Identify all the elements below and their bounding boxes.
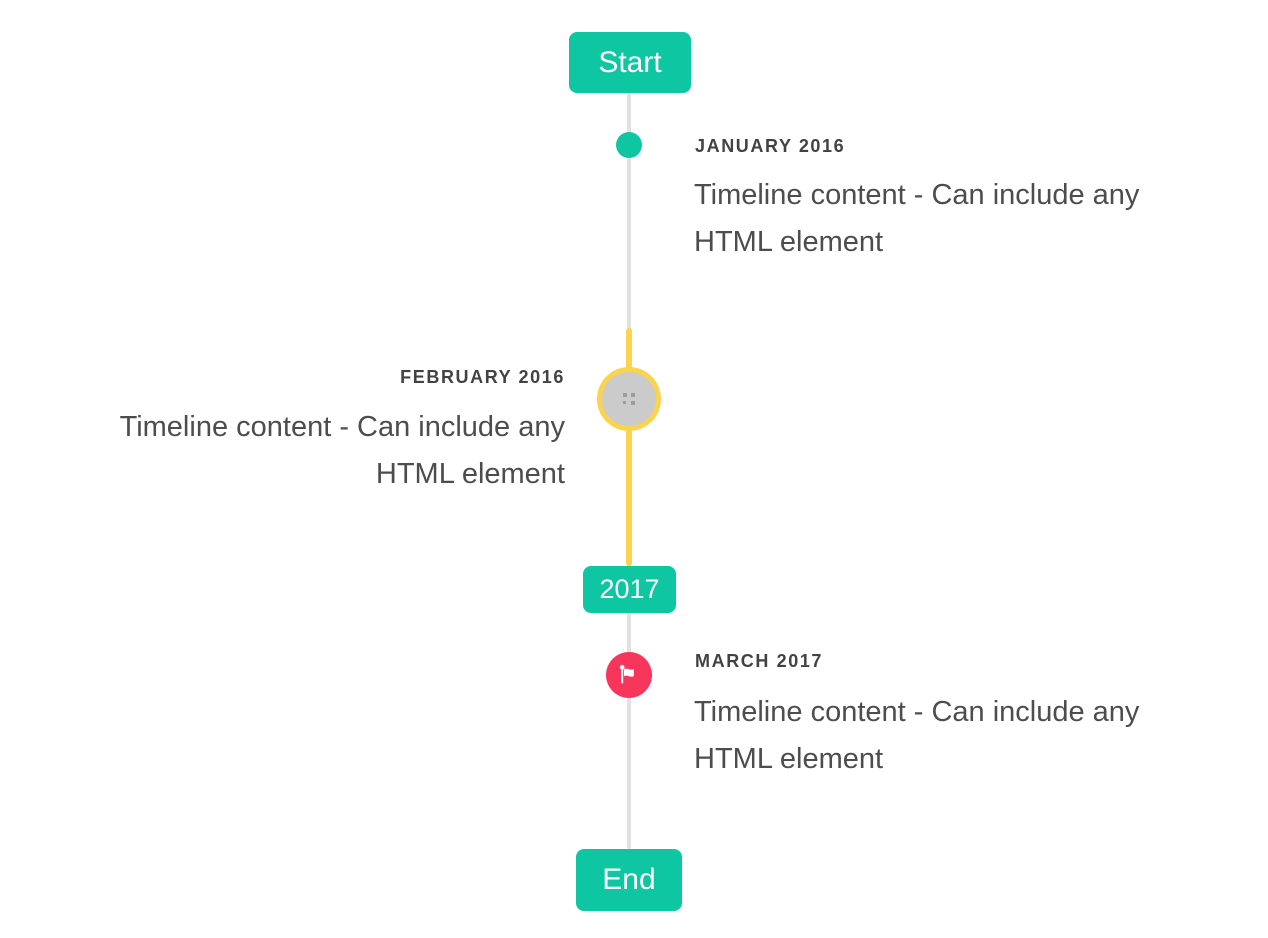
entry-content-line: HTML element xyxy=(694,226,884,258)
broken-image-icon xyxy=(622,392,636,406)
end-badge-label: End xyxy=(602,863,656,896)
entry-content-february-2016: Timeline content - Can include any HTML … xyxy=(20,404,565,498)
entry-content-march-2017: Timeline content - Can include any HTML … xyxy=(694,689,1239,783)
year-badge-label: 2017 xyxy=(599,574,660,604)
flag-icon xyxy=(617,663,641,687)
entry-content-line: HTML element xyxy=(375,458,565,490)
entry-title-march-2017: MARCH 2017 xyxy=(695,651,824,671)
start-badge-label: Start xyxy=(598,45,662,79)
entry-content-line: Timeline content - Can include any xyxy=(694,179,1140,211)
february-marker xyxy=(597,367,661,431)
entry-title-january-2016: JANUARY 2016 xyxy=(695,136,846,156)
timeline-line-highlighted xyxy=(626,328,632,566)
entry-content-line: HTML element xyxy=(694,743,884,775)
march-marker xyxy=(606,652,652,698)
entry-content-line: Timeline content - Can include any xyxy=(119,411,565,443)
year-badge: 2017 xyxy=(583,566,676,613)
entry-title-february-2016: FEBRUARY 2016 xyxy=(400,367,565,387)
entry-content-january-2016: Timeline content - Can include any HTML … xyxy=(694,172,1239,266)
teal-dot-icon xyxy=(616,132,642,158)
end-badge: End xyxy=(576,849,682,911)
start-badge: Start xyxy=(569,32,691,93)
entry-content-line: Timeline content - Can include any xyxy=(694,696,1140,728)
